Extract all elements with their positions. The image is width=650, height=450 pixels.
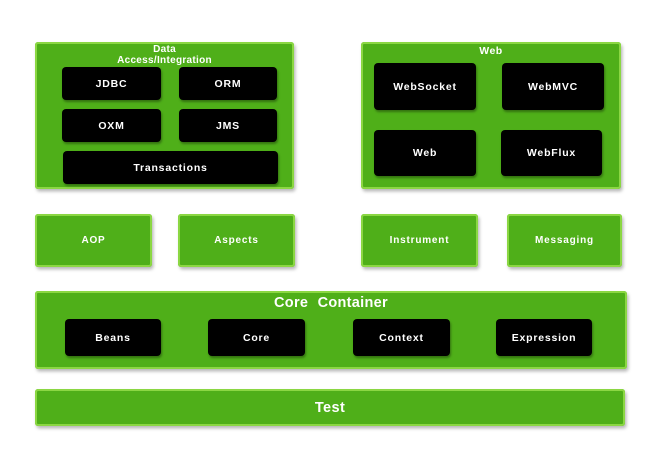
module-websocket: WebSocket	[374, 63, 476, 110]
module-expression: Expression	[496, 319, 592, 356]
module-core: Core	[208, 319, 305, 356]
container-data-access-integration: Data Access/Integration JDBC ORM OXM JMS…	[35, 42, 294, 189]
container-data-access-title-line1: Data	[153, 44, 176, 55]
container-web: Web WebSocket WebMVC Web WebFlux	[361, 42, 621, 189]
module-webmvc: WebMVC	[502, 63, 604, 110]
module-orm: ORM	[179, 67, 277, 100]
module-transactions: Transactions	[63, 151, 278, 184]
module-instrument: Instrument	[361, 214, 478, 267]
module-web: Web	[374, 130, 476, 176]
module-context: Context	[353, 319, 450, 356]
module-webflux: WebFlux	[501, 130, 602, 176]
module-aop: AOP	[35, 214, 152, 267]
container-data-access-title: Data Access/Integration	[35, 42, 294, 66]
module-jms: JMS	[179, 109, 277, 142]
container-core-title: Core Container	[274, 295, 388, 311]
module-aspects: Aspects	[178, 214, 295, 267]
module-beans: Beans	[65, 319, 161, 356]
module-messaging: Messaging	[507, 214, 622, 267]
container-test: Test	[35, 389, 625, 426]
module-oxm: OXM	[62, 109, 161, 142]
container-data-access-title-line2: Access/Integration	[117, 55, 212, 66]
container-web-title: Web	[479, 45, 503, 57]
module-jdbc: JDBC	[62, 67, 161, 100]
container-core-container: Core Container Beans Core Context Expres…	[35, 291, 627, 369]
